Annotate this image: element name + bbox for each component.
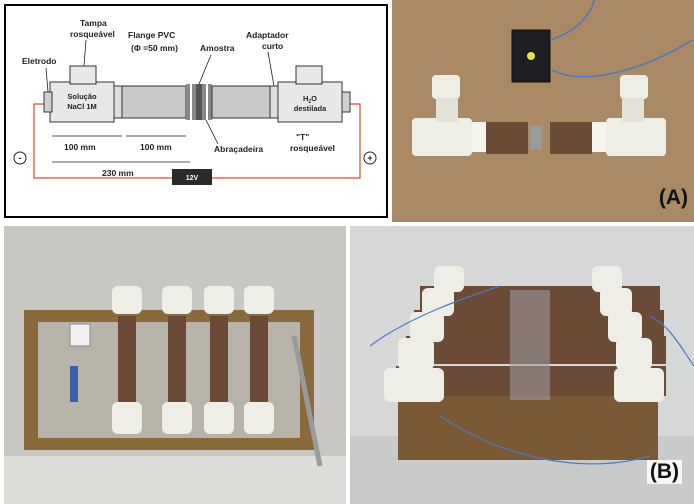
nacl-label: NaCl 1M xyxy=(67,102,97,111)
left-adapter xyxy=(113,85,123,119)
right-cap xyxy=(620,75,648,99)
right-electrode xyxy=(341,91,351,113)
photo-b-left xyxy=(4,226,346,504)
left-electrode xyxy=(43,91,53,113)
t-rosqueavel-label: rosqueável xyxy=(290,143,335,153)
left-pvc xyxy=(486,122,528,154)
right-pvc xyxy=(550,122,592,154)
horizontal-cells xyxy=(384,266,666,402)
dim-total-label: 230 mm xyxy=(102,168,134,178)
adaptador-curto-label: curto xyxy=(262,41,283,51)
left-t-cap xyxy=(69,65,97,85)
abracadeira-label: Abraçadeira xyxy=(214,144,263,154)
photo-b-right: (B) xyxy=(350,226,694,504)
clamp-4 xyxy=(208,84,212,120)
adaptador-label: Adaptador xyxy=(246,30,289,40)
battery-12v xyxy=(172,169,212,185)
schematic-diagram: 12V - + Solução NaCl 1M H2O destilada Ta… xyxy=(4,4,388,218)
clamp-1 xyxy=(186,84,190,120)
right-adapter xyxy=(269,85,279,119)
right-t-cap xyxy=(295,65,323,85)
dim-mid-label: 100 mm xyxy=(140,142,172,152)
battery-label: 12V xyxy=(186,175,199,182)
clamp-2 xyxy=(192,84,196,120)
tampa-label: Tampa xyxy=(80,18,107,28)
sample xyxy=(196,84,202,120)
minus-terminal xyxy=(13,151,27,165)
pvc-tube-left xyxy=(121,85,187,119)
photo-a: (A) xyxy=(392,0,694,222)
eletrodo-label: Eletrodo xyxy=(22,56,56,66)
panel-label-a: (A) xyxy=(658,186,688,209)
left-cap xyxy=(432,75,460,99)
amostra-label: Amostra xyxy=(200,43,235,53)
panel-label-b: (B) xyxy=(646,460,682,484)
destilada-label: destilada xyxy=(294,104,327,113)
cell-columns xyxy=(112,286,274,434)
h2o-label: H2O xyxy=(303,94,317,105)
tampa-rosqueavel-label: rosqueável xyxy=(70,29,115,39)
wire-left xyxy=(33,103,172,179)
minus-sign: - xyxy=(19,153,22,163)
photo-a-illustration xyxy=(392,0,694,222)
right-tee xyxy=(606,118,666,156)
wire-right xyxy=(212,103,361,179)
t-label: "T" xyxy=(296,132,309,142)
plus-sign: + xyxy=(367,153,372,163)
left-tee xyxy=(412,118,472,156)
wooden-box xyxy=(398,396,658,460)
schematic-svg: 12V - + Solução NaCl 1M H2O destilada Ta… xyxy=(13,18,377,185)
plus-terminal xyxy=(363,151,377,165)
photo-b-left-illustration xyxy=(4,226,346,504)
flange-label: Flange PVC xyxy=(128,30,175,40)
pvc-tube-right xyxy=(211,85,271,119)
dim-left-label: 100 mm xyxy=(64,142,96,152)
photo-b-right-illustration xyxy=(350,226,694,504)
solucao-label: Solução xyxy=(67,92,97,101)
flange-diameter-label: (Φ =50 mm) xyxy=(131,43,178,53)
clamp-3 xyxy=(202,84,206,120)
